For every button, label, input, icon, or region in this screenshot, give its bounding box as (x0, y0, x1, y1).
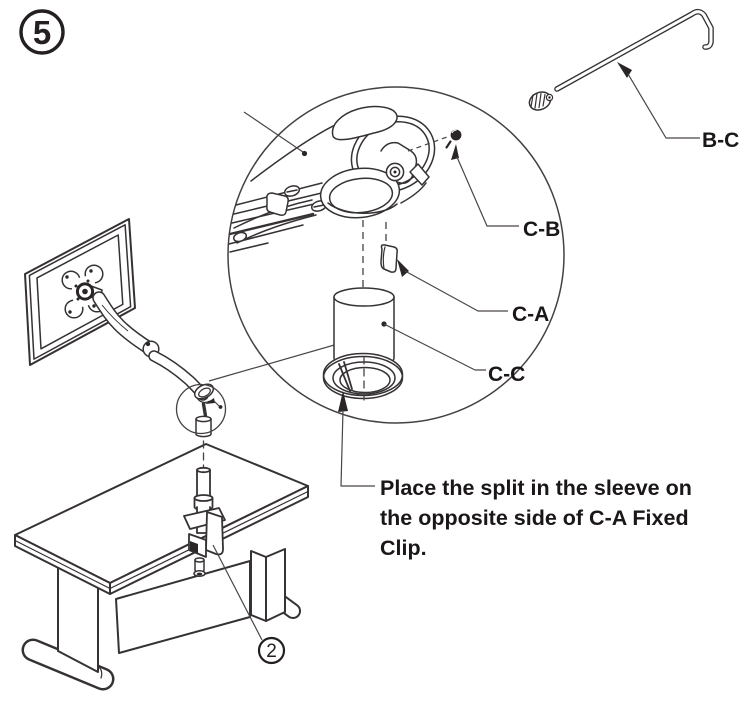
monitor-arm (92, 291, 227, 438)
arm-joint-magnified (228, 105, 436, 253)
clamp-knob (193, 557, 206, 578)
fixed-clip-leader (404, 270, 508, 312)
set-screw-part (445, 129, 519, 227)
label-set-screw: C-B (523, 218, 560, 241)
clamp-top-plate (183, 507, 226, 530)
sleeve-part (322, 287, 404, 401)
set-screw-arrow (451, 144, 459, 160)
desk-right-leg (250, 550, 267, 622)
split-leader (340, 409, 375, 487)
arm-base-joint (193, 383, 215, 438)
instruction-line-1: Place the split in the sleeve on (380, 476, 692, 500)
sleeve-split (338, 361, 353, 392)
detail-circle-boundary (227, 86, 565, 424)
pole-and-clamp (183, 440, 226, 578)
insert-arrow (205, 398, 215, 404)
fixed-clip-callout (397, 259, 508, 312)
fixed-clip-arrow (397, 259, 409, 277)
step-badge: 5 (19, 9, 65, 55)
label-fixed-clip: C-A (512, 303, 549, 326)
screw-alignment-dash (407, 136, 448, 152)
rail-screws (232, 185, 328, 243)
pole-callout: 2 (212, 544, 286, 665)
split-arrow (338, 391, 348, 412)
instruction-line-2: the opposite side of C-A Fixed (380, 506, 689, 530)
arm-leader-line (243, 111, 304, 153)
fixed-clip-part (380, 244, 398, 273)
instruction-line-3: Clip. (380, 536, 427, 560)
insert-leader-dot (218, 405, 223, 409)
arm-leader-dot (301, 150, 308, 157)
wrench-leader-line (627, 73, 700, 139)
wrench-pointer-arrow (617, 62, 632, 78)
installed-clip (266, 192, 289, 216)
label-sleeve: C-C (488, 363, 525, 386)
label-hex-wrench: B-C (702, 129, 739, 152)
monitor (24, 218, 136, 366)
detail-view (227, 86, 565, 487)
clamp-body (205, 511, 224, 556)
hex-wrench (528, 8, 714, 139)
step-number: 5 (33, 14, 51, 51)
pole-collar (193, 494, 214, 502)
split-callout (338, 391, 375, 487)
callout-2-leader (212, 544, 263, 641)
callout-2-number: 2 (266, 641, 277, 662)
set-screw-leader (456, 156, 519, 227)
sleeve-callout (381, 321, 486, 371)
zoom-source-circle (175, 383, 227, 435)
pole-top (196, 466, 211, 474)
instruction-text: Place the split in the sleeve on the opp… (380, 476, 692, 560)
sleeve-leader (383, 323, 486, 371)
